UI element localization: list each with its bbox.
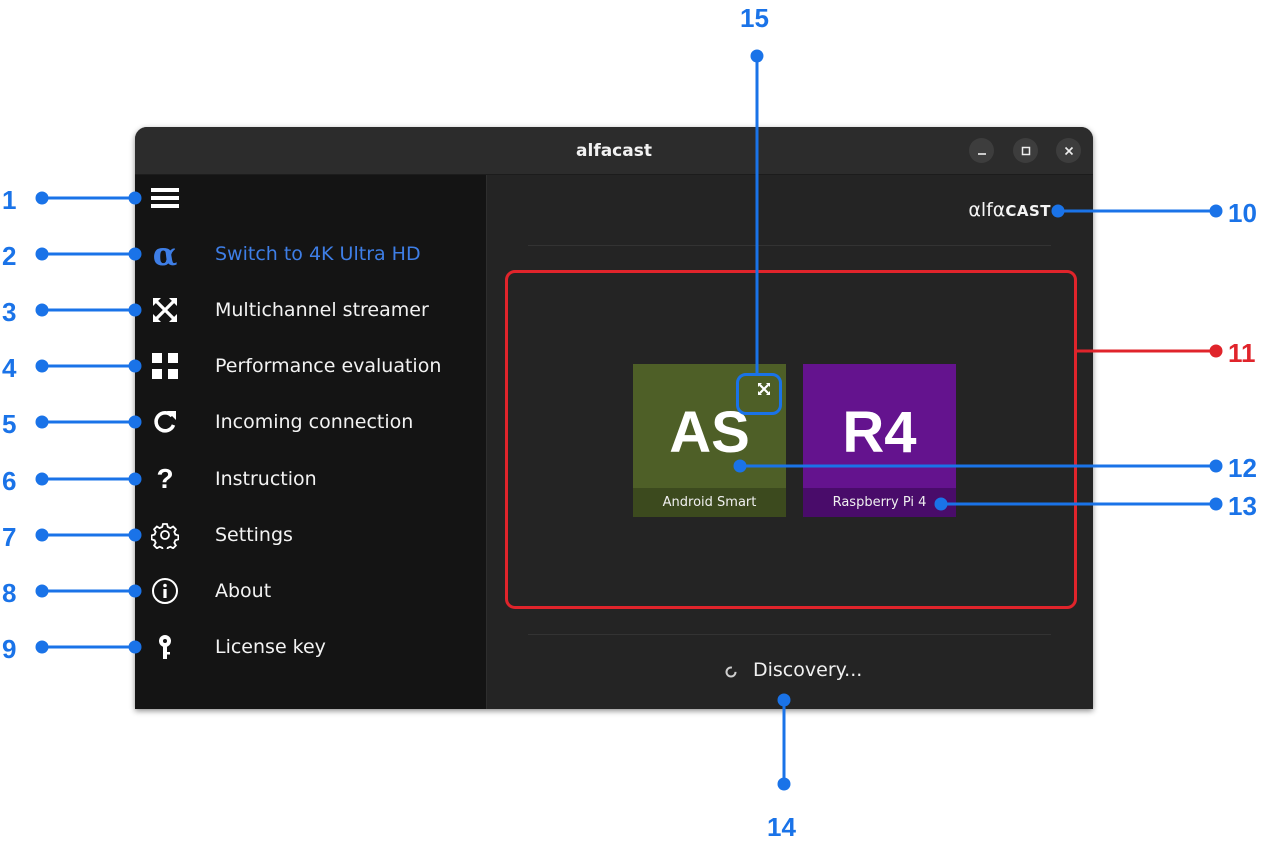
maximize-icon — [1021, 146, 1030, 155]
alpha-icon: α — [152, 235, 178, 273]
callout-11: 11 — [1228, 338, 1256, 368]
device-initials: R4 — [842, 400, 917, 465]
multichannel-icon[interactable] — [754, 379, 774, 399]
callout-4: 4 — [2, 353, 17, 383]
sidebar-item-label: Performance evaluation — [215, 355, 442, 377]
device-name: Android Smart — [633, 488, 786, 517]
device-initials: AS — [669, 400, 750, 465]
sidebar-item-label: About — [215, 580, 272, 602]
title-bar[interactable]: alfacast — [135, 127, 1093, 175]
sidebar-item-multichannel-streamer[interactable]: Multichannel streamer — [135, 287, 486, 333]
grid-icon — [149, 350, 181, 382]
sidebar-item-incoming-connection[interactable]: Incoming connection — [135, 399, 486, 445]
minimize-icon — [977, 152, 986, 155]
key-icon — [149, 631, 181, 663]
discovery-status: Discovery... — [487, 659, 1093, 683]
gear-icon — [149, 519, 181, 551]
minimize-button[interactable] — [969, 138, 994, 163]
refresh-icon — [149, 406, 181, 438]
sidebar-item-license-key[interactable]: License key — [135, 624, 486, 670]
maximize-button[interactable] — [1013, 138, 1038, 163]
sidebar-item-instruction[interactable]: ? Instruction — [135, 456, 486, 502]
callout-3: 3 — [2, 297, 17, 327]
close-icon — [1064, 146, 1073, 155]
sidebar-item-label: Multichannel streamer — [215, 299, 429, 321]
callout-1: 1 — [2, 185, 17, 215]
hamburger-menu-button[interactable] — [135, 175, 486, 221]
callout-14: 14 — [767, 812, 796, 842]
sidebar-item-switch-4k[interactable]: α Switch to 4K Ultra HD — [135, 231, 486, 277]
brand-logo: αlfαCAST — [968, 199, 1051, 221]
callout-2: 2 — [2, 241, 17, 271]
callout-8: 8 — [2, 578, 17, 608]
spinner-icon — [725, 666, 737, 678]
sidebar-item-about[interactable]: About — [135, 568, 486, 614]
sidebar-item-label: Incoming connection — [215, 411, 414, 433]
device-name: Raspberry Pi 4 — [803, 488, 956, 517]
callout-7: 7 — [2, 522, 17, 552]
callout-9: 9 — [2, 634, 17, 664]
callout-10: 10 — [1228, 198, 1257, 228]
device-tile-android-smart[interactable]: AS Android Smart — [633, 364, 786, 517]
callout-5: 5 — [2, 409, 17, 439]
sidebar-item-label: Settings — [215, 524, 293, 546]
callout-15: 15 — [740, 3, 769, 33]
sidebar-item-performance-evaluation[interactable]: Performance evaluation — [135, 343, 486, 389]
hamburger-menu-icon — [149, 182, 181, 214]
window-title: alfacast — [576, 141, 652, 161]
sidebar-item-label: Switch to 4K Ultra HD — [215, 243, 421, 265]
callout-6: 6 — [2, 466, 17, 496]
question-icon: ? — [156, 463, 174, 494]
info-icon — [149, 575, 181, 607]
device-tile-raspberry-pi-4[interactable]: R4 Raspberry Pi 4 — [803, 364, 956, 517]
sidebar-item-label: Instruction — [215, 468, 317, 490]
sidebar-item-settings[interactable]: Settings — [135, 512, 486, 558]
callout-12: 12 — [1228, 453, 1257, 483]
sidebar: α Switch to 4K Ultra HD Multichannel str… — [135, 175, 487, 709]
sidebar-item-label: License key — [215, 636, 326, 658]
callout-13: 13 — [1228, 491, 1257, 521]
multichannel-badge-highlight — [736, 373, 782, 415]
main-panel: αlfαCAST AS Android Smart R4 Raspberry P… — [487, 175, 1093, 709]
divider-bottom — [528, 634, 1051, 635]
divider-top — [528, 245, 1051, 246]
close-button[interactable] — [1056, 138, 1081, 163]
app-window: alfacast α Switch to 4K Ultra HD — [135, 127, 1093, 709]
multichannel-icon — [149, 294, 181, 326]
device-list-highlight — [505, 270, 1077, 609]
discovery-label: Discovery... — [753, 659, 863, 681]
